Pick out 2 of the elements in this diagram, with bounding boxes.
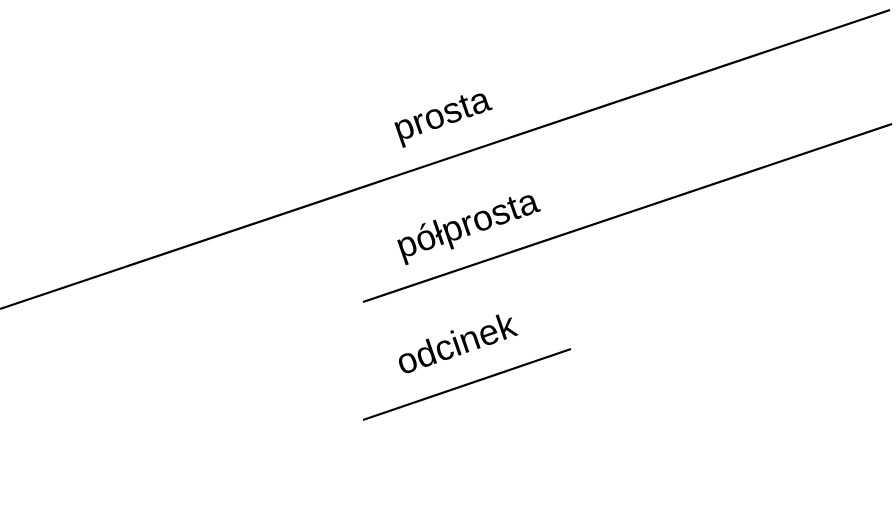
text-label: odcinek	[398, 314, 519, 374]
text-label: prosta	[394, 94, 493, 148]
